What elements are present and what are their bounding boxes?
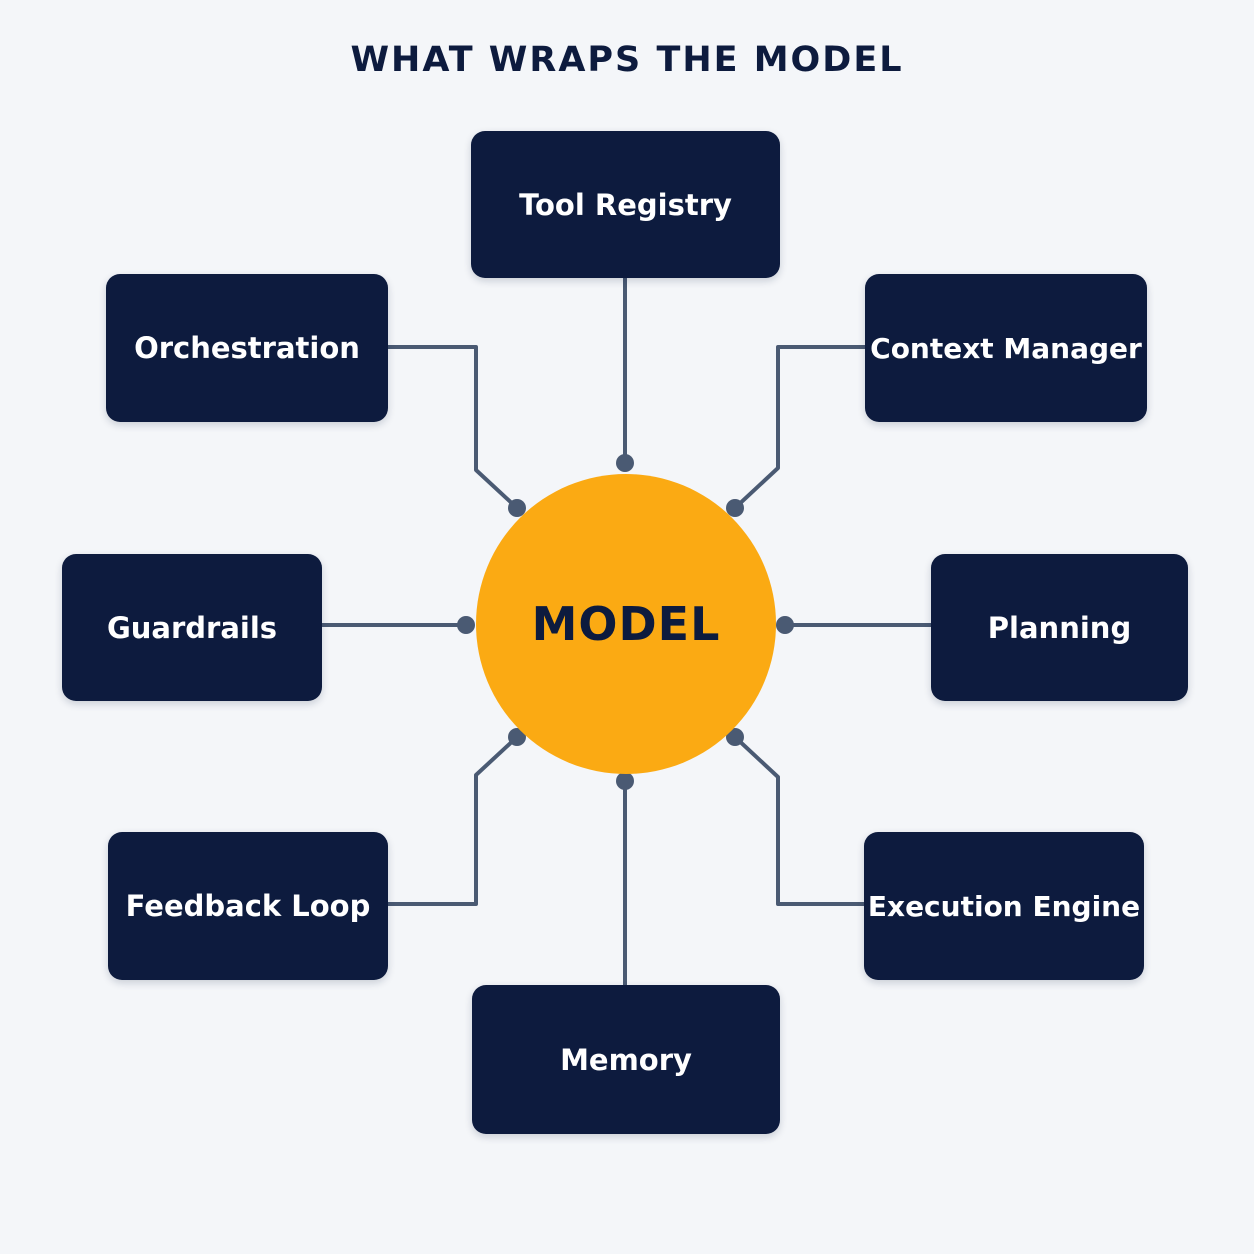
diagram-title: WHAT WRAPS THE MODEL <box>350 40 904 80</box>
model-node: MODEL <box>476 474 776 774</box>
node-execution-engine: Execution Engine <box>864 832 1144 980</box>
connector-dot-planning <box>776 616 794 634</box>
node-label: Planning <box>987 610 1132 645</box>
model-label: MODEL <box>531 597 721 651</box>
node-label: Orchestration <box>134 331 360 365</box>
node-label: Memory <box>560 1042 692 1077</box>
node-label: Execution Engine <box>867 889 1141 923</box>
connector-orchestration <box>388 345 519 510</box>
node-guardrails: Guardrails <box>62 554 322 701</box>
node-context-manager: Context Manager <box>865 274 1147 422</box>
node-feedback-loop: Feedback Loop <box>108 832 388 980</box>
node-label: Guardrails <box>106 610 278 645</box>
node-planning: Planning <box>931 554 1188 701</box>
node-label: Feedback Loop <box>125 889 371 923</box>
connector-dot-memory <box>616 772 634 790</box>
connector-dot-tool-registry <box>616 454 634 472</box>
node-tool-registry: Tool Registry <box>471 131 780 278</box>
connector-execution-engine <box>733 735 864 906</box>
connector-dot-orchestration <box>508 499 526 517</box>
node-label: Context Manager <box>870 331 1142 365</box>
connector-dot-guardrails <box>457 616 475 634</box>
node-memory: Memory <box>472 985 780 1134</box>
connector-context-manager <box>733 345 865 510</box>
node-label: Tool Registry <box>519 187 732 222</box>
connector-dot-context-manager <box>726 499 744 517</box>
node-orchestration: Orchestration <box>106 274 388 422</box>
connector-feedback-loop <box>388 735 519 906</box>
connector-dot-execution-engine <box>726 728 744 746</box>
